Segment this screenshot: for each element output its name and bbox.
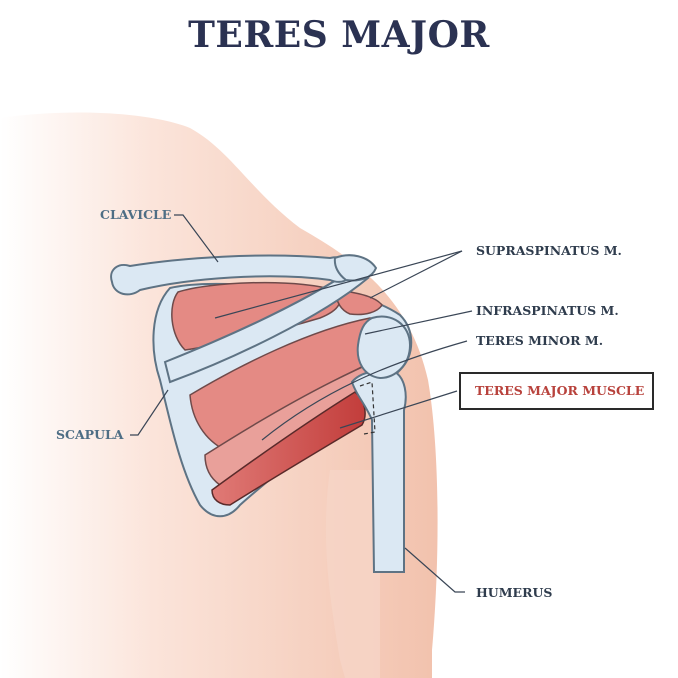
leader-teres-major: [339, 390, 458, 429]
leader-scapula: [130, 389, 169, 436]
label-supraspinatus: SUPRASPINATUS M.: [476, 243, 622, 258]
highlight-box: [459, 372, 654, 410]
teres-major-muscle: [211, 391, 366, 506]
leader-supraspinatus-a: [214, 250, 463, 319]
leader-clavicle: [174, 214, 219, 263]
supraspinatus-muscle: [171, 281, 341, 351]
label-scapula: SCAPULA: [56, 427, 124, 442]
leader-infraspinatus: [364, 310, 473, 335]
label-humerus: HUMERUS: [476, 585, 553, 600]
humeral-head: [356, 315, 412, 380]
torso-shadow: [325, 470, 380, 678]
leader-lines: [130, 214, 473, 593]
acromion: [333, 254, 378, 282]
leader-supraspinatus-b: [369, 250, 463, 299]
label-teres-major: TERES MAJOR MUSCLE: [475, 383, 645, 398]
supraspinatus-tendon: [334, 289, 383, 316]
leader-humerus: [404, 547, 465, 593]
label-teres-minor: TERES MINOR M.: [476, 333, 604, 348]
page-title: TERES MAJOR: [188, 14, 490, 56]
label-infraspinatus: INFRASPINATUS M.: [476, 303, 619, 318]
leader-teres-minor: [261, 340, 468, 441]
label-clavicle: CLAVICLE: [100, 207, 172, 222]
teres-major-insertion-outline: [359, 381, 376, 435]
